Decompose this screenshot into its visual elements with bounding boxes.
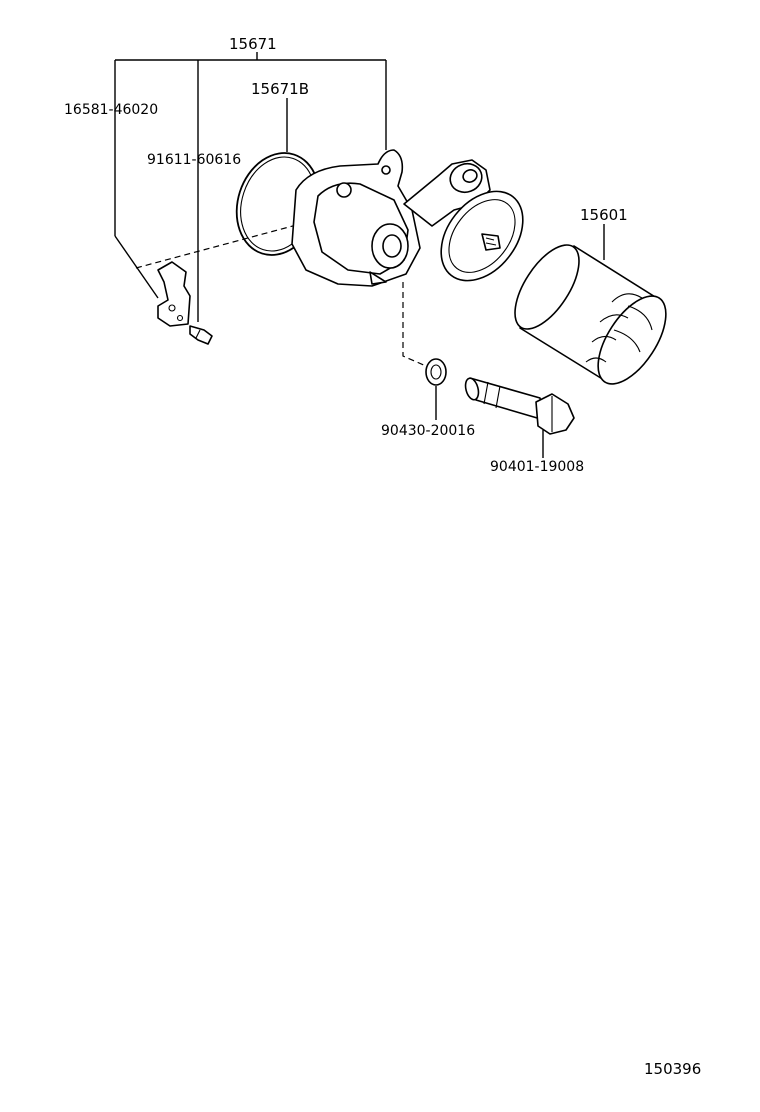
assembly-line-bracket — [135, 215, 331, 269]
label-90401-19008: 90401-19008 — [490, 459, 584, 475]
washer-icon — [425, 358, 447, 386]
label-90430-20016: 90430-20016 — [381, 423, 475, 439]
union-bolt-icon — [464, 377, 575, 435]
label-15601: 15601 — [580, 206, 628, 224]
small-bolt-icon — [189, 325, 213, 345]
label-15671b: 15671B — [251, 80, 309, 98]
filter-bracket-housing-icon — [291, 149, 524, 287]
label-16581-46020: 16581-46020 — [64, 102, 158, 118]
label-15671: 15671 — [229, 35, 277, 53]
leader-15671 — [114, 52, 387, 322]
label-91611-60616: 91611-60616 — [147, 152, 241, 168]
bracket-icon — [157, 261, 191, 327]
diagram-number: 150396 — [644, 1060, 701, 1078]
assembly-line-bolt — [402, 282, 427, 367]
oil-filter-icon — [514, 244, 667, 385]
